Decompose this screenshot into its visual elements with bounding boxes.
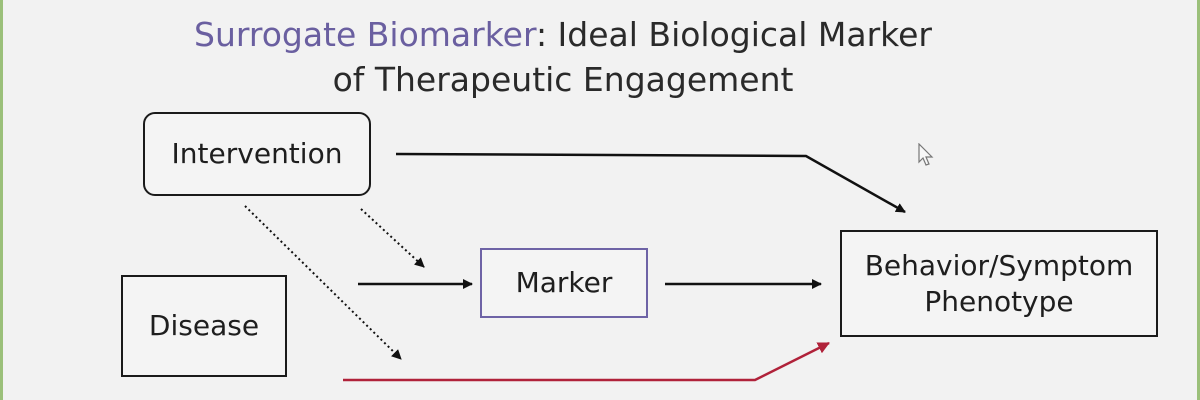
node-behavior-label-line-1: Behavior/Symptom [864,248,1134,282]
arrow-intervention-dotted-to-marker [360,208,425,268]
node-intervention-label: Intervention [171,137,343,170]
node-disease-label: Disease [148,309,260,342]
title-line-1: Surrogate Biomarker: Ideal Biological Ma… [3,12,1123,57]
slide-title: Surrogate Biomarker: Ideal Biological Ma… [3,12,1123,102]
node-behavior-symptom-phenotype: Behavior/Symptom Phenotype [840,230,1158,337]
node-marker-label: Marker [515,266,613,299]
node-behavior-label-line-2: Phenotype [924,284,1074,318]
title-line-2: of Therapeutic Engagement [332,60,794,99]
mouse-pointer-icon [918,143,934,166]
arrow-intervention-dotted-long [244,205,402,360]
arrow-intervention-to-behavior [395,152,906,214]
node-intervention: Intervention [143,112,371,196]
node-disease: Disease [121,275,287,377]
title-rest: : Ideal Biological Marker [535,15,932,54]
node-marker: Marker [480,248,648,318]
diagram-arrows [244,152,906,382]
arrow-disease-to-behavior [343,341,830,382]
title-accent: Surrogate Biomarker [194,15,536,54]
